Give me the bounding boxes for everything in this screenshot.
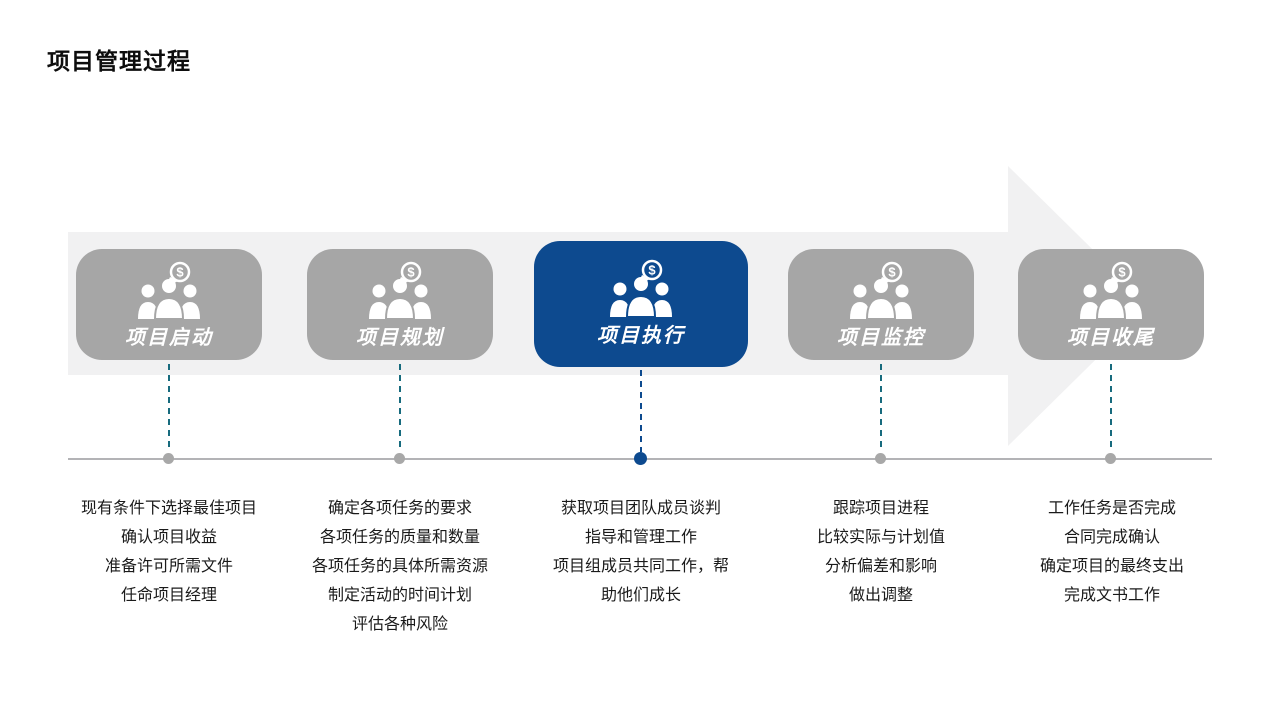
people-group-dollar-icon: $: [138, 261, 200, 319]
detail-line: 现有条件下选择最佳项目: [80, 500, 257, 517]
stage-card-execution[interactable]: $ 项目执行: [534, 241, 748, 367]
stage-card-initiation[interactable]: $ 项目启动: [76, 249, 262, 360]
detail-line: 助他们成长: [600, 587, 681, 604]
people-group-dollar-icon: $: [369, 261, 431, 319]
detail-line: 工作任务是否完成: [1047, 500, 1176, 517]
detail-line: 做出调整: [848, 587, 913, 604]
milestone-dot-monitoring: [875, 453, 886, 464]
people-group-dollar-icon: $: [850, 261, 912, 319]
people-group-dollar-icon: $: [1080, 261, 1142, 319]
milestone-dot-initiation: [163, 453, 174, 464]
detail-line: 各项任务的具体所需资源: [311, 558, 488, 575]
svg-text:$: $: [888, 265, 896, 280]
connector-planning: [399, 364, 401, 452]
stage-label: 项目规划: [356, 327, 444, 349]
stage-label: 项目执行: [597, 325, 685, 347]
svg-text:$: $: [648, 263, 656, 278]
stage-card-closure[interactable]: $ 项目收尾: [1018, 249, 1204, 360]
stage-details-monitoring: 跟踪项目进程 比较实际与计划值 分析偏差和影响 做出调整: [751, 494, 1011, 610]
detail-line: 评估各种风险: [351, 616, 448, 633]
stage-card-monitoring[interactable]: $ 项目监控: [788, 249, 974, 360]
svg-text:$: $: [176, 265, 184, 280]
detail-line: 比较实际与计划值: [816, 529, 945, 546]
connector-initiation: [168, 364, 170, 452]
stage-label: 项目监控: [837, 327, 925, 349]
detail-line: 确定各项任务的要求: [327, 500, 472, 517]
detail-line: 各项任务的质量和数量: [319, 529, 480, 546]
milestone-dot-execution: [634, 452, 647, 465]
connector-execution: [640, 370, 642, 452]
stage-details-closure: 工作任务是否完成 合同完成确认 确定项目的最终支出 完成文书工作: [982, 494, 1242, 610]
svg-text:$: $: [1118, 265, 1126, 280]
connector-monitoring: [880, 364, 882, 452]
detail-line: 制定活动的时间计划: [327, 587, 472, 604]
stage-details-initiation: 现有条件下选择最佳项目 确认项目收益 准备许可所需文件 任命项目经理: [39, 494, 299, 610]
detail-line: 确定项目的最终支出: [1039, 558, 1184, 575]
detail-line: 任命项目经理: [120, 587, 217, 604]
detail-line: 完成文书工作: [1063, 587, 1160, 604]
detail-line: 合同完成确认: [1063, 529, 1160, 546]
stage-details-execution: 获取项目团队成员谈判 指导和管理工作 项目组成员共同工作，帮 助他们成长: [511, 494, 771, 610]
detail-line: 项目组成员共同工作，帮: [552, 558, 729, 575]
stage-label: 项目收尾: [1067, 327, 1155, 349]
svg-text:$: $: [407, 265, 415, 280]
stage-card-planning[interactable]: $ 项目规划: [307, 249, 493, 360]
detail-line: 指导和管理工作: [584, 529, 697, 546]
detail-line: 跟踪项目进程: [832, 500, 929, 517]
detail-line: 确认项目收益: [120, 529, 217, 546]
connector-closure: [1110, 364, 1112, 452]
detail-line: 准备许可所需文件: [104, 558, 233, 575]
milestone-dot-closure: [1105, 453, 1116, 464]
milestone-dot-planning: [394, 453, 405, 464]
detail-line: 分析偏差和影响: [824, 558, 937, 575]
stage-label: 项目启动: [125, 327, 213, 349]
detail-line: 获取项目团队成员谈判: [560, 500, 721, 517]
stage-details-planning: 确定各项任务的要求 各项任务的质量和数量 各项任务的具体所需资源 制定活动的时间…: [270, 494, 530, 639]
page-title: 项目管理过程: [47, 48, 191, 74]
people-group-dollar-icon: $: [610, 259, 672, 317]
